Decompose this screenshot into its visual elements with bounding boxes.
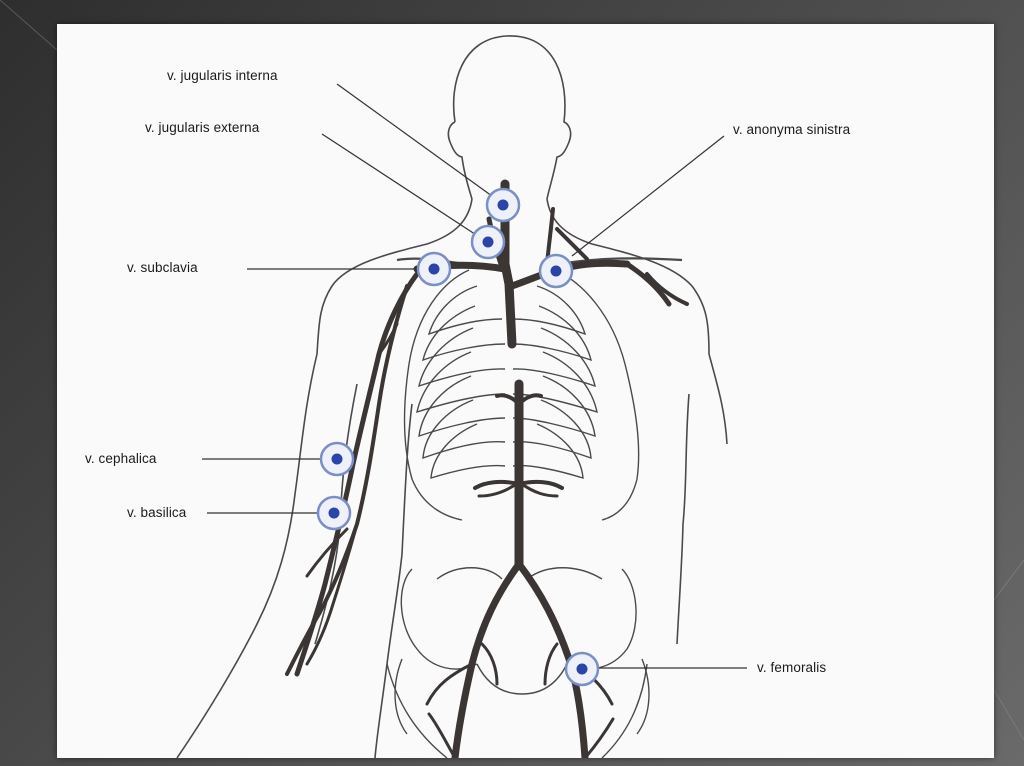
leader-jugularis-interna <box>337 84 503 204</box>
label-jugularis-externa: v. jugularis externa <box>145 120 259 135</box>
label-anonyma-sinistra: v. anonyma sinistra <box>733 122 850 137</box>
marker-anonyma-sinistra[interactable] <box>540 255 572 287</box>
body-outline <box>177 36 727 758</box>
leader-anonyma-sinistra <box>572 136 724 256</box>
marker-subclavia[interactable] <box>418 253 450 285</box>
leader-jugularis-externa <box>322 134 487 242</box>
leader-lines <box>202 84 747 668</box>
label-jugularis-interna: v. jugularis interna <box>167 68 278 83</box>
label-basilica: v. basilica <box>127 505 186 520</box>
marker-jugularis-externa[interactable] <box>472 226 504 258</box>
label-femoralis: v. femoralis <box>757 660 826 675</box>
marker-jugularis-interna[interactable] <box>487 189 519 221</box>
diagram-panel: v. jugularis interna v. jugularis extern… <box>57 24 994 758</box>
marker-femoralis[interactable] <box>566 653 598 685</box>
marker-basilica[interactable] <box>318 497 350 529</box>
pelvis <box>387 568 649 758</box>
label-subclavia: v. subclavia <box>127 260 198 275</box>
marker-cephalica[interactable] <box>321 443 353 475</box>
label-cephalica: v. cephalica <box>85 451 157 466</box>
